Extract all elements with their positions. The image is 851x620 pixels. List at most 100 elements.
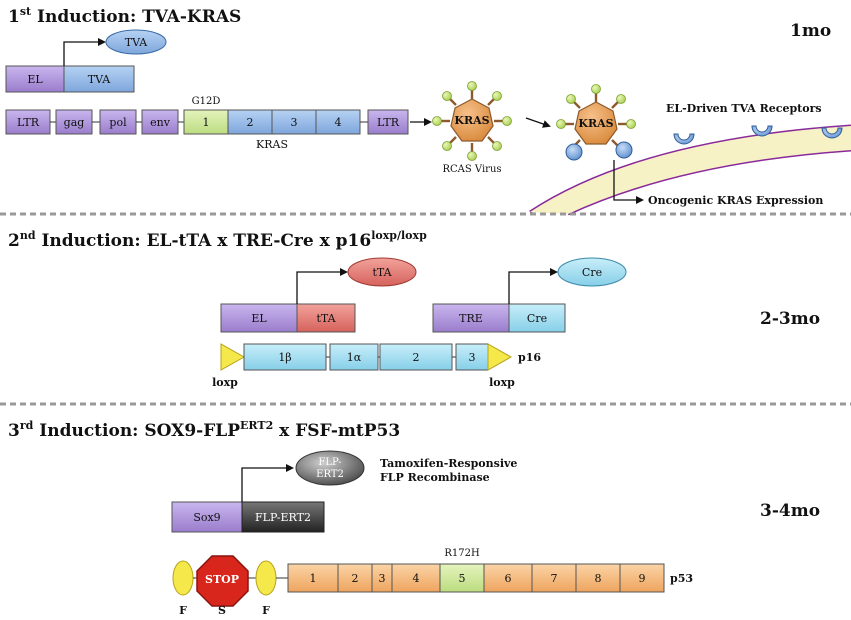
membrane-fill [530,126,851,214]
el-promoter-box-2 [220,303,298,333]
el-promoter-label: EL [27,73,43,86]
stop-cassette-icon [196,555,249,607]
el-promoter-box [5,65,65,93]
p16-exon-3-label: 3 [469,351,476,364]
kras-exon-4-label: 4 [335,116,342,129]
virus-capsid [450,98,494,142]
receptor-3 [821,127,843,139]
tre-promoter-label: TRE [459,312,483,325]
tva-receptors [673,125,843,145]
tva-product [105,29,167,55]
p16-exon-3-box [455,343,489,371]
frt-left-icon [172,560,194,596]
bound-receptor-1 [565,143,583,161]
loxp-right-icon [487,343,513,371]
p53-exon-6-label: 6 [505,572,512,585]
tva-gene-label: TVA [88,73,112,86]
receptor-2 [751,125,773,137]
kras-exon-3-box [271,109,317,135]
p53-exon-5-box [439,563,485,593]
p53-locus: STOP 1 2 3 4 5 6 7 8 9 R172H p53 F S [172,548,693,617]
flp-ert2-gene-label: FLP-ERT2 [255,511,311,524]
section-1-title: 1st Induction: TVA-KRAS [8,5,241,27]
tta-product [347,257,417,287]
ltr-left-box [5,109,51,135]
bound-virus: KRAS [556,84,636,161]
frt-right-label: F [262,604,270,617]
p53-exon-7-box [531,563,577,593]
p53-exon-2-label: 2 [352,572,359,585]
p53-gene-label: p53 [670,572,693,585]
section-1: 1st Induction: TVA-KRAS 1mo EL TVA TVA L… [5,5,851,216]
rcas-virus-label: RCAS Virus [442,164,501,175]
section-2: 2nd Induction: EL-tTA x TRE-Cre x p16lox… [8,229,820,389]
ltr-right-box [367,109,409,135]
p16-exon-2-label: 2 [413,351,420,364]
flp-ert2-gene-box [241,501,325,533]
tva-product-label: TVA [125,36,149,49]
flp-desc-line2: FLP Recombinase [380,471,490,484]
tta-gene-box [296,303,356,333]
stop-label: STOP [205,573,239,586]
virus-core-label: KRAS [454,114,489,127]
p53-exon-1-box [287,563,339,593]
receptors-label: EL-Driven TVA Receptors [666,102,822,115]
el-promoter-label-2: EL [251,312,267,325]
r172h-mutation-label: R172H [444,548,480,559]
section-3-title: 3rd Induction: SOX9-FLPERT2 x FSF-mtP53 [8,419,400,441]
rcas-construct: LTR gag pol env 1 2 3 4 LTR G12D KRAS [5,96,409,151]
section-2-title: 2nd Induction: EL-tTA x TRE-Cre x p16lox… [8,229,427,251]
p53-exon-8-label: 8 [595,572,602,585]
flp-ert2-product-line1: FLP- [318,457,341,468]
flp-desc-line1: Tamoxifen-Responsive [380,457,517,470]
gag-label: gag [64,116,85,129]
loxp-left-icon [220,343,246,371]
timepoint-2: 2-3mo [760,309,820,329]
gag-box [55,109,93,135]
frt-right-icon [255,560,277,596]
transcription-arrow-2 [296,268,348,304]
transcription-arrow-1 [63,38,106,66]
timepoint-3: 3-4mo [760,501,820,521]
cre-product [557,257,627,287]
kras-exon-3-label: 3 [291,116,298,129]
loxp-right-label: loxp [489,376,515,389]
stop-under-label: S [218,604,226,617]
cre-gene-label: Cre [527,312,547,325]
pol-label: pol [109,116,127,129]
bound-receptor-2 [615,141,633,159]
p16-locus: 1β 1α 2 3 loxp loxp p16 [212,343,541,389]
ltr-left-label: LTR [17,116,40,129]
kras-gene-label: KRAS [256,138,288,151]
loxp-left-label: loxp [212,376,238,389]
p53-exon-7-label: 7 [551,572,558,585]
p16-exon-1a-box [329,343,379,371]
transcription-arrow-4 [241,464,294,502]
pol-box [99,109,137,135]
kras-exon-1-label: 1 [203,116,210,129]
receptor-1 [673,133,695,145]
transcription-arrow-3 [508,268,558,304]
cre-gene-box [508,303,566,333]
sox9-promoter-label: Sox9 [193,511,220,524]
tta-gene-label: tTA [316,312,336,325]
expression-arrow [613,160,644,204]
expression-label: Oncogenic KRAS Expression [648,194,823,207]
virus-spike-tips [432,81,512,161]
p53-exon-1-label: 1 [310,572,317,585]
kras-exon-2-label: 2 [247,116,254,129]
env-box [141,109,179,135]
p53-exon-6-box [483,563,533,593]
flp-ert2-product [295,450,365,486]
frt-left-label: F [179,604,187,617]
g12d-mutation-label: G12D [192,96,221,107]
p53-exon-9-label: 9 [639,572,646,585]
timepoint-1: 1mo [790,21,831,41]
flp-ert2-product-line2: ERT2 [316,469,344,480]
p53-exon-3-label: 3 [379,572,386,585]
p16-exon-1a-label: 1α [347,351,362,364]
tta-product-label: tTA [372,266,392,279]
cre-product-label: Cre [582,266,602,279]
p16-exon-1b-label: 1β [278,351,291,364]
